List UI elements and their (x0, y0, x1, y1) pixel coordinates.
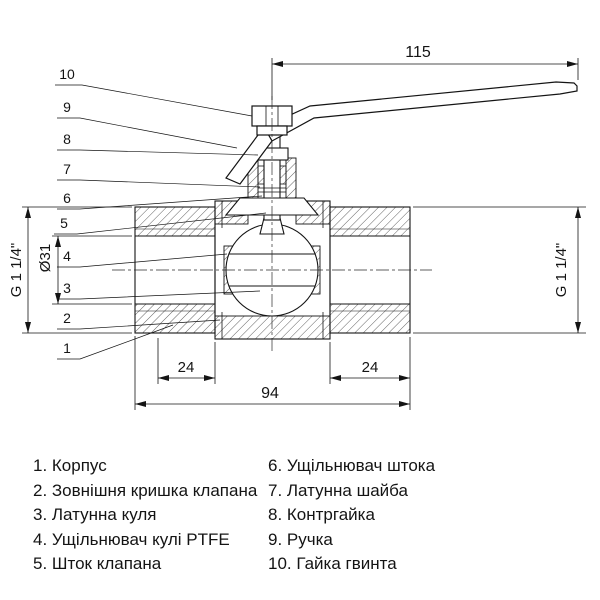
callout-6-label: 6 (63, 190, 71, 206)
callout-10-label: 10 (59, 66, 75, 82)
handle-lever (263, 81, 578, 142)
callout-4-leader (57, 253, 228, 268)
callout-8: 8 (57, 131, 259, 156)
dim-thread-right (413, 206, 586, 334)
legend-item-1: 1. Корпус (33, 456, 107, 475)
dim-body-length-label: 94 (261, 385, 279, 402)
dim-handle-length-label: 115 (405, 44, 431, 61)
right-port-bottom-wall (329, 303, 411, 334)
dim-right-port-depth (329, 337, 411, 410)
callout-7-leader (57, 179, 261, 188)
legend-item-3: 3. Латунна куля (33, 505, 157, 524)
callout-7-label: 7 (63, 161, 71, 177)
stem-neck-right-wall (285, 157, 297, 202)
callout-5-leader (54, 212, 267, 235)
callout-3: 3 (57, 280, 261, 300)
callout-2: 2 (57, 310, 221, 330)
legend-item-7: 7. Латунна шайба (268, 480, 408, 500)
callout-6-leader (57, 195, 263, 210)
callout-3-leader (57, 290, 261, 300)
callout-4-label: 4 (63, 248, 71, 264)
dim-bore-label: Ø31 (37, 244, 54, 272)
dim-thread-left (22, 206, 132, 334)
legend-item-5: 5. Шток клапана (33, 554, 162, 573)
right-port-top-wall (329, 206, 411, 237)
thread-size-left-label: G 1 1/4" (8, 243, 25, 298)
legend-column-left: 1. Корпус 2. Зовнішня кришка клапана 3. … (33, 454, 257, 577)
callouts: 10 9 8 7 6 5 4 (54, 66, 267, 360)
callout-3-label: 3 (63, 280, 71, 296)
dim-bore (52, 235, 132, 305)
callout-8-label: 8 (63, 131, 71, 147)
callout-7: 7 (57, 161, 261, 188)
callout-8-leader (57, 149, 259, 156)
legend-item-4: 4. Ущільнювач кулі PTFE (33, 529, 230, 549)
legend-item-8: 8. Контргайка (268, 505, 375, 524)
left-port-top-wall (134, 206, 216, 237)
parts-legend: 1. Корпус 2. Зовнішня кришка клапана 3. … (0, 452, 600, 600)
callout-1: 1 (57, 324, 174, 360)
legend-item-9: 9. Ручка (268, 529, 333, 549)
callout-5-label: 5 (60, 215, 68, 231)
dim-left-port-depth-label: 24 (178, 359, 195, 376)
hex-nut-facets (265, 106, 279, 126)
callout-10-leader (55, 84, 253, 117)
callout-1-label: 1 (63, 340, 71, 356)
callout-4: 4 (57, 248, 228, 268)
centerlines (112, 96, 432, 352)
port-bore-lines (135, 235, 410, 305)
stem-seal-right (279, 165, 287, 185)
union-nut-lines (221, 201, 324, 339)
dim-left-port-depth (157, 338, 216, 384)
callout-9-label: 9 (63, 99, 71, 115)
legend-item-6: 6. Ущільнювач штока (268, 456, 436, 475)
callout-9: 9 (57, 99, 238, 149)
callout-2-leader (57, 319, 221, 330)
stem-seal-left (257, 165, 265, 185)
callout-10: 10 (55, 66, 253, 117)
legend-item-2: 2. Зовнішня кришка клапана (33, 480, 258, 500)
left-port-bottom-wall (134, 303, 216, 334)
callout-2-label: 2 (63, 310, 71, 326)
callout-6: 6 (57, 190, 263, 210)
dim-body-length (134, 336, 410, 410)
dim-right-port-depth-label: 24 (362, 359, 379, 376)
legend-column-right: 6. Ущільнювач штока 7. Латунна шайба 8. … (268, 454, 435, 577)
callout-1-leader (57, 324, 174, 360)
thread-size-right-label: G 1 1/4" (553, 243, 570, 298)
callout-5: 5 (54, 212, 267, 235)
thread-root-lines (135, 228, 410, 312)
valve-technical-drawing: 115 G 1 1/4" Ø31 G 1 1/4" 24 (8, 44, 586, 410)
handle-bent-end (225, 125, 273, 185)
callout-9-leader (57, 117, 238, 149)
legend-item-10: 10. Гайка гвинта (268, 554, 397, 573)
center-body-bottom-wall (214, 315, 331, 340)
dim-handle-length (271, 58, 579, 100)
